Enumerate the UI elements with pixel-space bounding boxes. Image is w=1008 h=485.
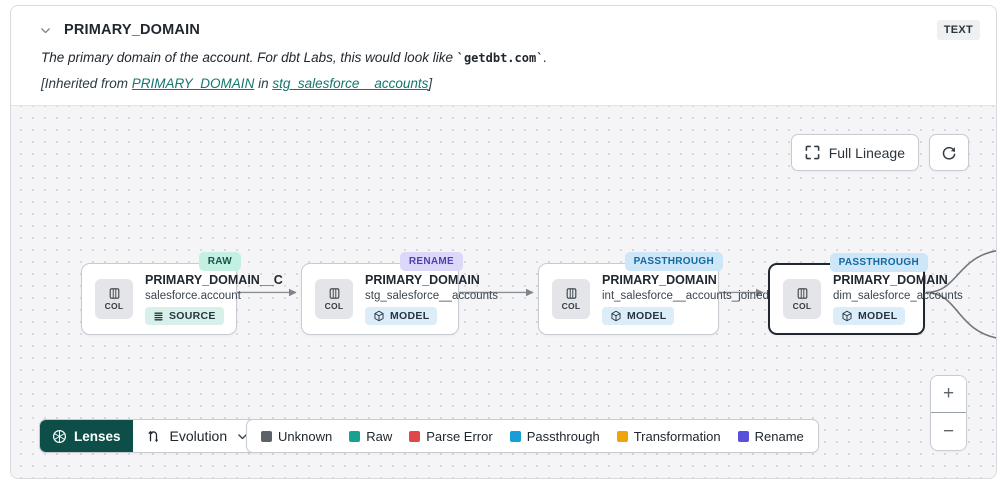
node-type-badge: SOURCE [145,307,224,325]
node-model-name: int_salesforce__accounts_joined [602,290,769,302]
zoom-out-button[interactable]: − [931,413,966,450]
chevron-down-icon [41,27,50,33]
collapse-button[interactable] [39,24,52,37]
canvas-controls: Full Lineage [790,134,969,171]
lineage-node-stg[interactable]: RENAME COL PRIMARY_DOMAIN stg_salesforce… [301,252,498,335]
fullscreen-icon [805,145,820,160]
full-lineage-label: Full Lineage [828,144,905,161]
node-model-name: salesforce.account [145,290,241,302]
node-column-name: PRIMARY_DOMAIN [833,273,948,287]
inherited-column-link[interactable]: PRIMARY_DOMAIN [131,76,255,91]
evolution-status-badge: RENAME [399,252,463,271]
lineage-edges [237,250,996,339]
evolution-status-badge: PASSTHROUGH [829,253,928,272]
col-label: COL [104,301,124,311]
node-type-badge: MODEL [833,307,906,325]
model-cube-icon [611,310,621,322]
columns-icon [566,288,576,299]
node-type-badge: MODEL [365,307,438,325]
chevron-down-icon [238,433,247,439]
description-code: `getdbt.com` [456,51,544,65]
legend-item: Transformation [616,429,721,444]
zoom-controls: + − [930,375,967,451]
lenses-label: Lenses [74,428,121,444]
columns-icon [329,288,339,299]
column-indicator: COL [552,279,590,319]
lens-controls: Lenses Evolution [39,419,264,453]
lineage-node-dim-selected[interactable]: PASSTHROUGH COL PRIMARY_DOMAIN dim_sales… [768,253,963,335]
lineage-node-source[interactable]: RAW COL PRIMARY_DOMAIN__C salesforce.acc… [81,252,283,335]
legend-swatch-passthrough [509,430,521,442]
refresh-icon [942,146,956,160]
legend-item: Rename [737,429,804,444]
node-column-name: PRIMARY_DOMAIN [602,273,717,287]
column-indicator: COL [95,279,133,319]
column-title: PRIMARY_DOMAIN [64,22,200,38]
lenses-button[interactable]: Lenses [40,420,133,452]
node-model-name: stg_salesforce__accounts [365,290,498,302]
evolution-status-badge: RAW [198,252,241,271]
col-label: COL [792,301,812,311]
node-type-badge: MODEL [602,307,675,325]
zoom-in-button[interactable]: + [931,376,966,413]
lineage-node-int[interactable]: PASSTHROUGH COL PRIMARY_DOMAIN int_sales… [538,252,769,335]
legend-swatch-transformation [616,430,628,442]
legend-item: Unknown [261,429,332,444]
lineage-canvas[interactable]: Full Lineage RAW COL PRIMARY_DOMAIN__C s… [11,105,996,478]
lens-dropdown[interactable]: Evolution [133,420,263,452]
columns-icon [797,288,807,299]
source-icon [154,312,163,320]
description-text: The primary domain of the account. For d… [41,50,457,65]
data-type-badge: TEXT [936,20,980,40]
inherited-model-link[interactable]: stg_salesforce__accounts [272,76,429,91]
column-indicator: COL [315,279,353,319]
aperture-icon [52,429,67,443]
refresh-button[interactable] [929,134,969,171]
header: PRIMARY_DOMAIN TEXT The primary domain o… [11,6,996,105]
node-model-name: dim_salesforce_accounts [833,290,963,302]
evolution-status-badge: PASSTHROUGH [624,252,723,271]
model-cube-icon [842,310,852,322]
full-lineage-button[interactable]: Full Lineage [790,134,919,171]
legend-item: Raw [349,429,392,444]
col-label: COL [561,301,581,311]
legend-swatch-unknown [261,430,272,442]
model-cube-icon [374,310,384,322]
legend-swatch-rename [737,430,749,442]
lens-selected-value: Evolution [169,428,228,444]
legend-swatch-parse-error [409,430,421,442]
columns-icon [109,288,119,299]
column-indicator: COL [783,279,821,319]
column-description: The primary domain of the account. For d… [41,50,548,65]
legend-item: Passthrough [509,429,600,444]
legend-swatch-raw [349,430,361,442]
evolution-legend: Unknown Raw Parse Error Passthrough Tran… [246,419,819,453]
node-column-name: PRIMARY_DOMAIN [365,273,480,287]
column-details-panel: PRIMARY_DOMAIN TEXT The primary domain o… [10,5,997,479]
col-label: COL [324,301,344,311]
inherited-from-note: [Inherited from PRIMARY_DOMAIN in stg_sa… [41,76,433,91]
legend-item: Parse Error [409,429,493,444]
evolution-route-icon [148,430,158,442]
node-column-name: PRIMARY_DOMAIN__C [145,273,283,287]
